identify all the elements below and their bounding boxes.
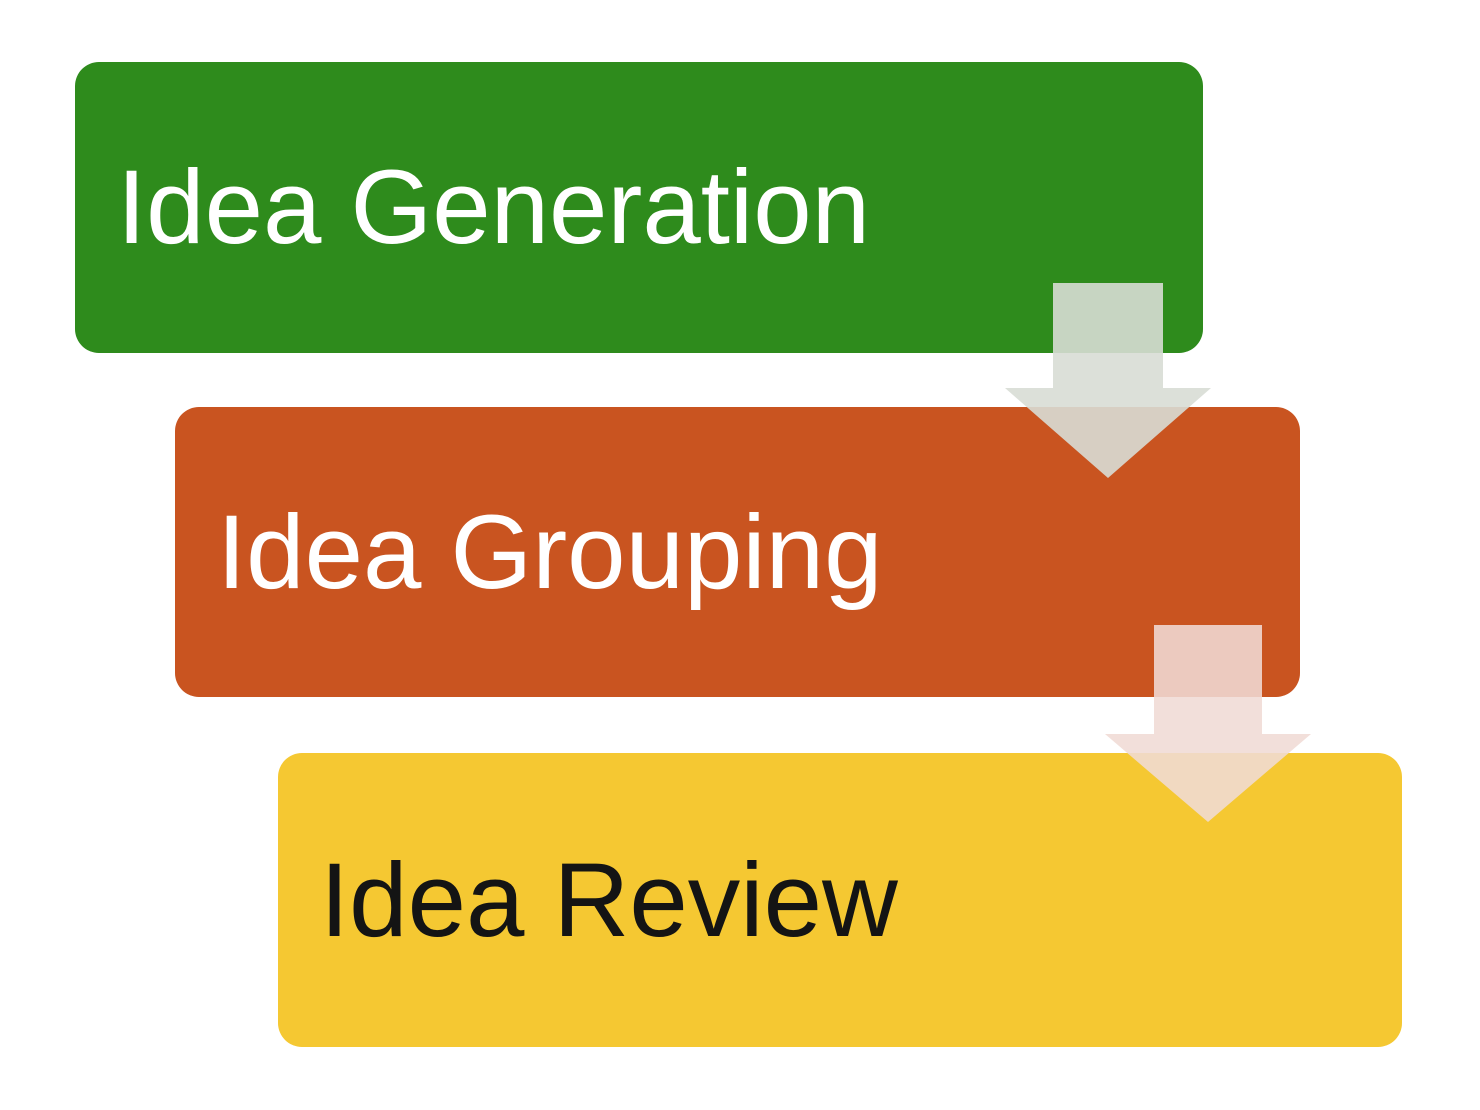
step-box-idea-review	[278, 753, 1402, 1047]
step-label-idea-generation: Idea Generation	[117, 149, 871, 266]
step-box-idea-generation	[75, 62, 1203, 353]
down-arrow-2-icon	[1105, 625, 1311, 822]
step-label-idea-review: Idea Review	[320, 841, 898, 959]
step-box-idea-grouping	[175, 407, 1300, 697]
step-label-idea-grouping: Idea Grouping	[217, 493, 883, 611]
down-arrow-1-icon	[1005, 283, 1211, 478]
